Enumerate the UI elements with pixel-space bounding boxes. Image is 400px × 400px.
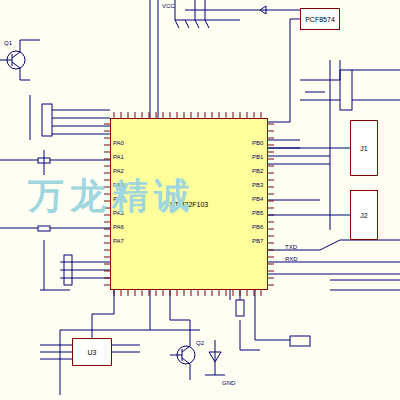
signal-label: PB4	[252, 196, 263, 202]
signal-label: TXD	[285, 244, 297, 250]
pin-stub	[268, 250, 274, 251]
pin-stub	[268, 138, 274, 139]
pin-stub	[268, 152, 274, 153]
box-label: PCF8574	[303, 15, 337, 24]
pin-stub	[156, 290, 157, 296]
pin-stub	[149, 290, 150, 296]
pin-stub	[268, 271, 274, 272]
signal-label: PA2	[113, 168, 124, 174]
pin-stub	[233, 290, 234, 296]
signal-label: PA7	[113, 238, 124, 244]
signal-label: PB5	[252, 210, 263, 216]
pin-stub	[198, 290, 199, 296]
pin-stub	[163, 290, 164, 296]
pin-stub	[170, 290, 171, 296]
pin-stub	[268, 208, 274, 209]
pin-stub	[135, 290, 136, 296]
signal-label: GND	[222, 380, 235, 386]
box-label: J2	[358, 211, 369, 220]
signal-label: VCC	[162, 3, 175, 9]
signal-label: PA0	[113, 140, 124, 146]
pin-stub	[268, 173, 274, 174]
pin-stub	[240, 290, 241, 296]
wire-connector	[268, 215, 350, 216]
ic-box: PCF8574	[300, 8, 340, 30]
wire-connector	[92, 290, 114, 338]
box-label: J1	[358, 144, 369, 153]
pin-stub	[184, 290, 185, 296]
pin-stub	[268, 278, 274, 279]
signal-label: PB1	[252, 154, 263, 160]
pin-stub	[268, 285, 274, 286]
signal-label: PB7	[252, 238, 263, 244]
pin-stub	[254, 290, 255, 296]
signal-label: PB0	[252, 140, 263, 146]
pin-stub	[177, 290, 178, 296]
signal-label: PB2	[252, 168, 263, 174]
pin-stub	[268, 124, 274, 125]
box-label: U3	[86, 348, 99, 357]
signal-label: Q2	[196, 340, 204, 346]
pin-stub	[261, 290, 262, 296]
pin-stub	[191, 290, 192, 296]
pin-stub	[247, 290, 248, 296]
pin-stub	[226, 290, 227, 296]
pin-stub	[121, 290, 122, 296]
signal-label: PA1	[113, 154, 124, 160]
pin-stub	[268, 159, 274, 160]
wire-connector	[268, 148, 350, 149]
pin-stub	[268, 145, 274, 146]
pin-stub	[268, 180, 274, 181]
signal-label: PB3	[252, 182, 263, 188]
signal-label: Q1	[4, 40, 12, 46]
pin-stub	[128, 290, 129, 296]
pin-stub	[268, 131, 274, 132]
pin-stub	[268, 264, 274, 265]
ic-box: U3	[72, 338, 112, 366]
wire-connector	[268, 19, 300, 122]
pin-stub	[268, 243, 274, 244]
connector-box: J2	[350, 190, 378, 240]
signal-label: RXD	[285, 256, 298, 262]
signal-label: PA6	[113, 224, 124, 230]
pin-stub	[142, 290, 143, 296]
pin-stub	[219, 290, 220, 296]
pin-stub	[268, 166, 274, 167]
watermark: 万龙精诚	[28, 178, 196, 214]
pin-stub	[268, 236, 274, 237]
pin-stub	[205, 290, 206, 296]
signal-label: PB6	[252, 224, 263, 230]
pin-stub	[268, 194, 274, 195]
pin-stub	[212, 290, 213, 296]
pin-stub	[268, 229, 274, 230]
pin-stub	[268, 222, 274, 223]
pin-stub	[268, 187, 274, 188]
pin-stub	[268, 201, 274, 202]
connector-box: J1	[350, 120, 378, 176]
pin-stub	[268, 257, 274, 258]
